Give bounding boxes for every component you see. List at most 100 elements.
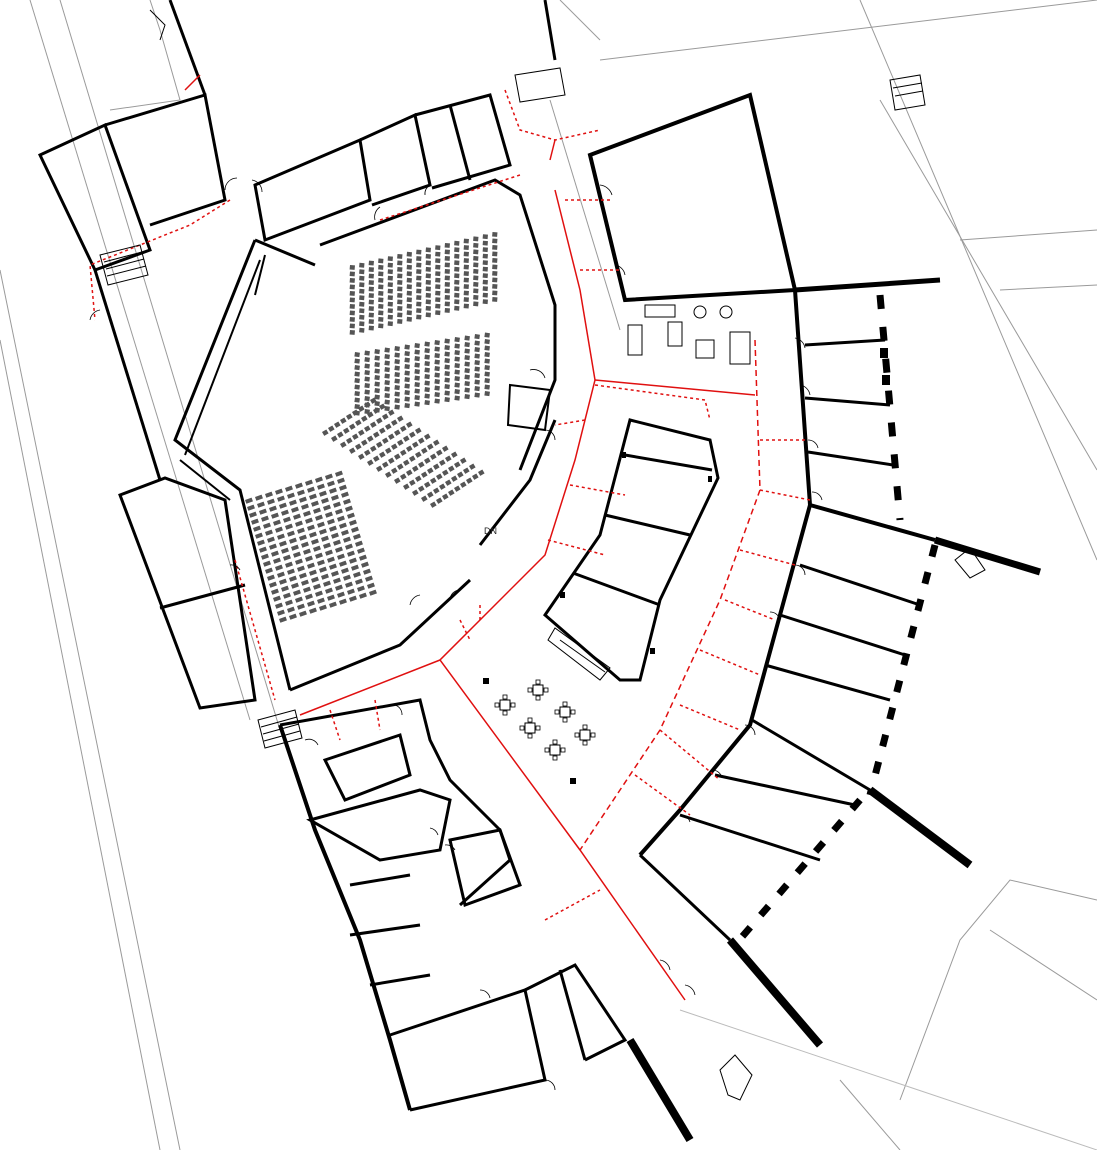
seat — [354, 384, 360, 390]
seat — [351, 409, 359, 416]
seat — [414, 375, 420, 381]
seat — [399, 425, 407, 432]
seat — [369, 445, 377, 452]
seat — [304, 517, 313, 524]
seat — [397, 299, 403, 305]
seat — [444, 288, 450, 294]
seat — [474, 373, 480, 379]
seat — [349, 284, 355, 290]
seat — [435, 473, 443, 480]
seat — [406, 297, 412, 303]
seat — [435, 297, 441, 303]
seat — [303, 548, 311, 555]
seat — [473, 294, 479, 300]
seat — [340, 529, 349, 536]
seat — [285, 561, 293, 568]
seat — [484, 384, 490, 390]
seat — [384, 399, 390, 405]
seat — [315, 514, 323, 521]
seat — [484, 339, 490, 345]
cafe-table — [579, 729, 591, 741]
seat — [414, 356, 420, 362]
seat — [369, 397, 377, 404]
seat — [427, 491, 434, 498]
seat — [387, 321, 393, 327]
seat — [359, 301, 365, 307]
auditorium-seating — [245, 232, 498, 623]
seat — [414, 395, 420, 401]
seat — [425, 247, 431, 253]
seat — [394, 391, 400, 397]
seat — [282, 592, 291, 599]
seat — [464, 381, 470, 387]
seat — [339, 417, 347, 424]
seat — [374, 355, 380, 361]
seat — [251, 518, 259, 525]
seat — [374, 349, 380, 355]
seat — [439, 459, 446, 466]
seat — [424, 387, 430, 393]
seat — [397, 273, 403, 279]
seat — [274, 488, 283, 495]
seat — [353, 571, 361, 578]
seat — [454, 363, 460, 369]
seat — [290, 582, 299, 589]
seat — [474, 334, 480, 340]
seat — [345, 543, 353, 550]
seat — [335, 546, 343, 553]
seat — [323, 504, 331, 511]
seat — [301, 579, 309, 586]
seat — [310, 500, 319, 507]
seat — [335, 584, 343, 591]
cafe-chair — [519, 725, 525, 731]
seat — [378, 290, 384, 296]
seat — [355, 419, 362, 426]
seat — [378, 264, 384, 270]
seat — [464, 368, 470, 374]
seat — [423, 457, 431, 464]
seat — [397, 254, 403, 259]
seat — [416, 308, 422, 314]
seat — [406, 277, 412, 283]
seat — [492, 290, 498, 296]
seat — [374, 381, 380, 387]
seat — [469, 463, 476, 470]
seat — [364, 409, 370, 415]
seat — [303, 586, 311, 593]
seat — [349, 519, 357, 526]
seat — [406, 284, 412, 290]
seat — [269, 581, 277, 588]
seat — [463, 245, 469, 251]
seat — [299, 610, 307, 617]
seat — [454, 395, 460, 401]
seat — [387, 314, 393, 320]
seat — [273, 595, 281, 602]
seat — [492, 284, 498, 289]
seat — [394, 346, 400, 352]
seat — [474, 340, 480, 346]
seat — [375, 465, 383, 472]
seat — [281, 509, 289, 516]
seat — [425, 299, 431, 305]
seat — [349, 297, 355, 303]
seat — [367, 435, 374, 442]
seat — [435, 271, 441, 277]
seat — [492, 251, 498, 257]
seat — [278, 578, 287, 585]
seat — [406, 310, 412, 316]
seat — [378, 271, 384, 277]
seat — [473, 288, 479, 294]
north-marker-icon — [149, 9, 986, 1101]
seat — [424, 374, 430, 380]
seat — [368, 306, 374, 312]
seat — [429, 453, 437, 460]
seat — [333, 577, 341, 584]
seat — [384, 380, 390, 386]
seat — [378, 323, 384, 329]
cafe-chair — [590, 732, 596, 738]
seat — [454, 266, 460, 272]
seat — [333, 421, 341, 428]
seat — [262, 522, 271, 529]
seat — [374, 394, 380, 400]
